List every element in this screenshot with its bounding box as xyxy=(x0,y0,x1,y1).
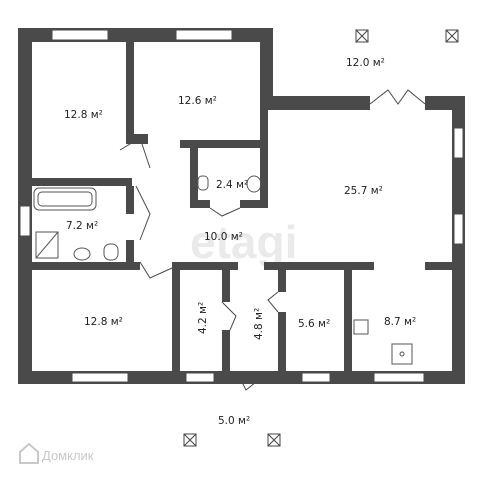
column-marker-icon xyxy=(355,29,369,43)
doors xyxy=(119,89,426,391)
toilet-icon xyxy=(103,243,119,261)
bathtub xyxy=(33,187,97,211)
column-markers xyxy=(183,29,459,447)
room-area-label: 12.8 м² xyxy=(84,316,123,328)
room-area-label: 2.4 м² xyxy=(216,179,248,191)
column-marker-icon xyxy=(183,433,197,447)
domclick-logo: Домклик xyxy=(19,442,94,464)
room-area-label: 10.0 м² xyxy=(204,231,243,243)
watermark: etagi xyxy=(190,216,297,268)
house-icon xyxy=(19,442,39,464)
column-marker-icon xyxy=(445,29,459,43)
room-area-label: 25.7 м² xyxy=(344,185,383,197)
room-area-label: 12.6 м² xyxy=(178,95,217,107)
room-area-label: 8.7 м² xyxy=(384,316,416,328)
kitchen-sink-icon xyxy=(391,343,413,365)
room-area-label: 5.6 м² xyxy=(298,318,330,330)
room-area-label: 12.0 м² xyxy=(346,57,385,69)
room-area-label: 7.2 м² xyxy=(66,220,98,232)
sink-icon xyxy=(73,247,91,261)
column-marker-icon xyxy=(267,433,281,447)
room-area-label: 4.2 м² xyxy=(197,302,209,334)
shower-tray xyxy=(35,231,59,259)
fixtures xyxy=(33,175,413,365)
room-area-label: 4.8 м² xyxy=(253,308,265,340)
windows xyxy=(19,29,464,383)
room-area-label: 5.0 м² xyxy=(218,415,250,427)
room-area-label: 12.8 м² xyxy=(64,109,103,121)
logo-text: Домклик xyxy=(42,448,94,463)
walls xyxy=(18,28,465,384)
stove-icon xyxy=(353,319,369,335)
